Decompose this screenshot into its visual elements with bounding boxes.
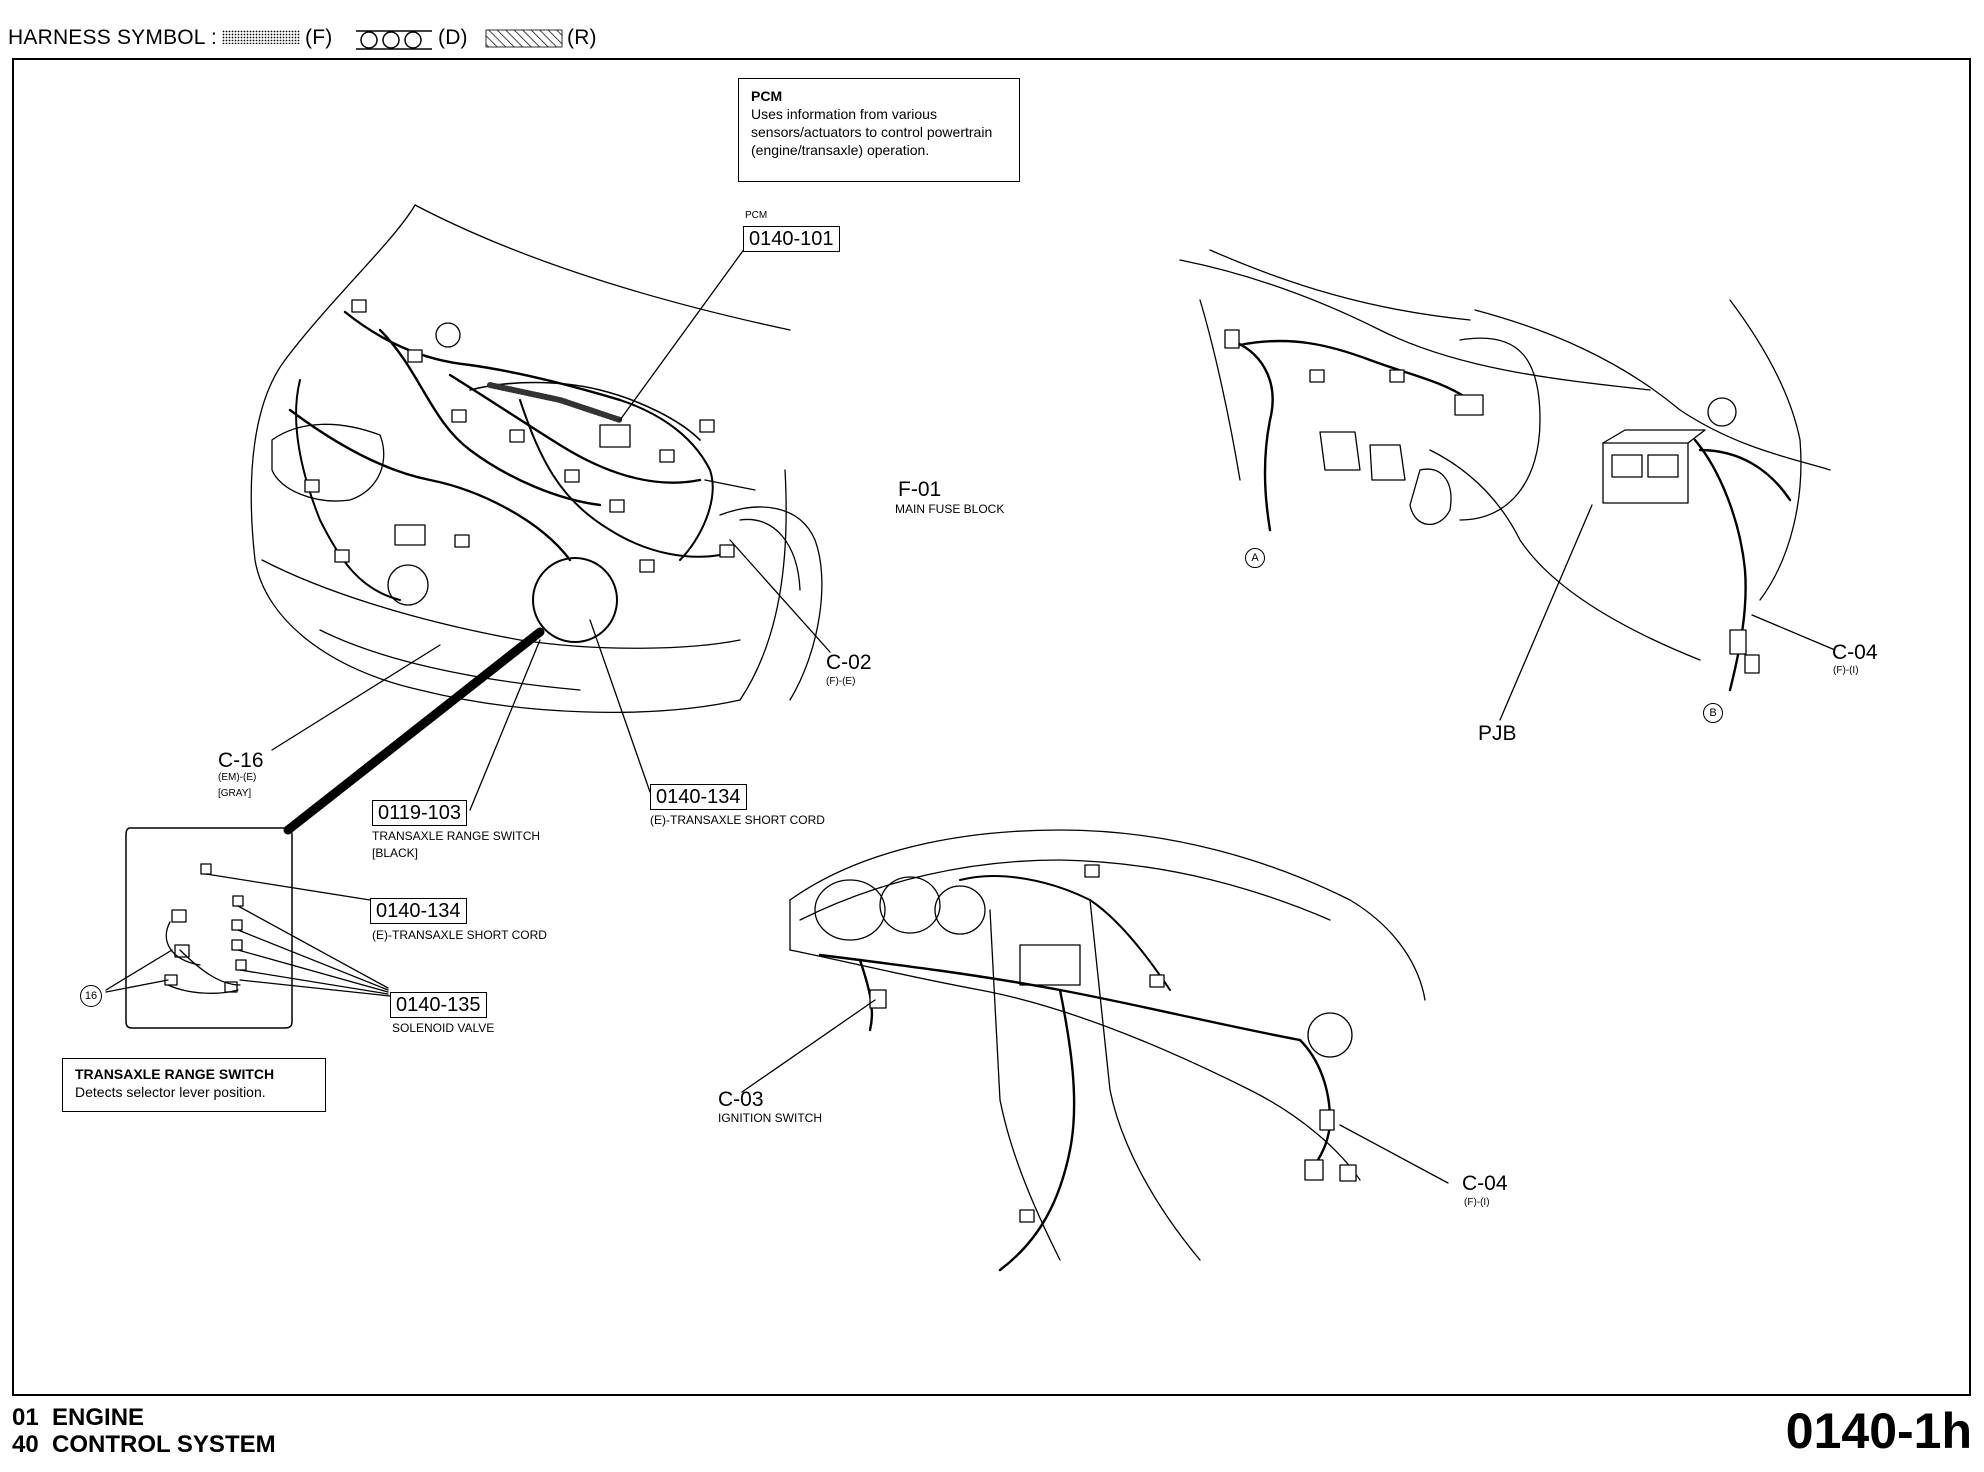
pin-16-marker: 16 [80, 985, 102, 1007]
f01-label: F-01 [898, 478, 942, 501]
c02-label: C-02 [826, 651, 872, 674]
pin-a-marker: A [1245, 548, 1265, 568]
code-0140-135-desc: SOLENOID VALVE [392, 1021, 495, 1035]
harness-label-d: (D) [438, 26, 468, 49]
pin-b-marker: B [1703, 703, 1723, 723]
c03-label: C-03 [718, 1088, 764, 1111]
pcm-info-box: PCM Uses information from various sensor… [738, 78, 1020, 182]
code-0119-103-color: [BLACK] [372, 846, 419, 860]
pcm-code: 0140-101 [743, 226, 840, 252]
c16-label: C-16 [218, 749, 264, 772]
c04-bottom-sub: (F)-(I) [1464, 1197, 1490, 1208]
code-0140-135: 0140-135 [390, 992, 487, 1018]
dashboard-illustration [741, 829, 1449, 1272]
footer-section: 01 ENGINE [12, 1404, 145, 1431]
footwell-illustration [1179, 249, 1836, 721]
pcm-info-title: PCM [751, 88, 783, 104]
code-0140-134-b: 0140-134 [370, 898, 467, 924]
code-0119-103: 0119-103 [372, 800, 468, 826]
harness-label-r: (R) [567, 26, 597, 49]
c03-desc: IGNITION SWITCH [718, 1111, 822, 1125]
c04-bottom-label: C-04 [1462, 1172, 1508, 1195]
pcm-info-body: Uses information from various sensors/ac… [751, 106, 993, 158]
engine-bay-illustration [250, 204, 823, 713]
f01-desc: MAIN FUSE BLOCK [895, 502, 1005, 516]
pjb-label: PJB [1478, 722, 1517, 745]
c04-top-label: C-04 [1832, 641, 1878, 664]
code-0140-134-a-desc: (E)-TRANSAXLE SHORT CORD [650, 813, 825, 827]
footer-subsection: 40 CONTROL SYSTEM [12, 1431, 276, 1458]
harness-label-f: (F) [305, 26, 333, 49]
c02-sub: (F)-(E) [826, 676, 856, 687]
tr-switch-info-box: TRANSAXLE RANGE SWITCH Detects selector … [62, 1058, 326, 1112]
diagram-frame [12, 58, 1971, 1396]
inset-detail [105, 827, 391, 1029]
c04-top-sub: (F)-(I) [1833, 665, 1859, 676]
pcm-small-label: PCM [745, 210, 768, 221]
code-0140-134-b-desc: (E)-TRANSAXLE SHORT CORD [372, 928, 547, 942]
c16-color: [GRAY] [218, 788, 252, 799]
page-number: 0140-1h [1785, 1403, 1972, 1459]
harness-legend-prefix: HARNESS SYMBOL : [8, 26, 217, 49]
tr-switch-info-title: TRANSAXLE RANGE SWITCH [75, 1066, 275, 1082]
code-0119-103-desc: TRANSAXLE RANGE SWITCH [372, 829, 541, 843]
c16-sub: (EM)-(E) [218, 772, 257, 783]
tr-switch-info-body: Detects selector lever position. [75, 1084, 266, 1100]
code-0140-134-a: 0140-134 [650, 784, 747, 810]
